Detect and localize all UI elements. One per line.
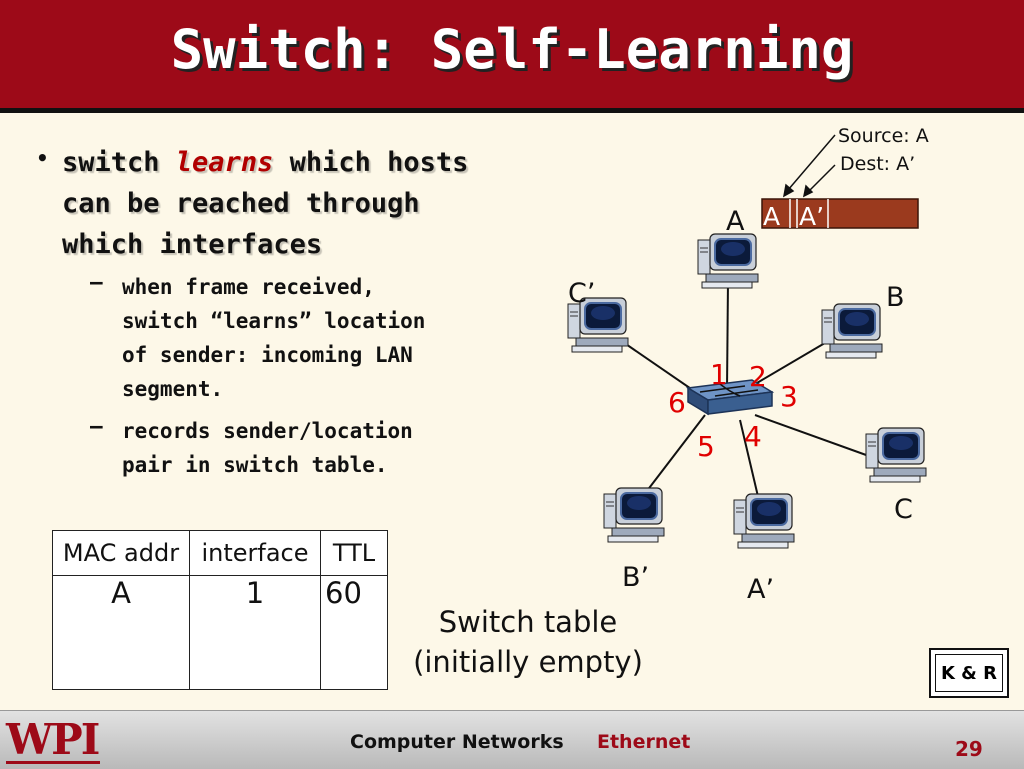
bullet-line-2: can be reached through xyxy=(62,188,420,219)
footer-course: Computer Networks xyxy=(350,731,564,753)
bullet-line-3: which interfaces xyxy=(62,229,323,260)
main-bullet: switch learns which hosts can be reached… xyxy=(62,142,512,265)
caption-line-1: Switch table xyxy=(438,605,618,639)
frame-dest-field: A’ xyxy=(799,202,824,231)
host-label-a-prime: A’ xyxy=(747,574,774,605)
frame-packet: A A’ xyxy=(761,198,919,231)
kr-badge: K & R xyxy=(929,648,1009,698)
switch-table: MAC addr interface TTL A 1 60 xyxy=(52,530,388,690)
port-number-3: 3 xyxy=(780,380,798,413)
frame-source-field: A xyxy=(763,202,780,231)
column-header-ttl: TTL xyxy=(320,530,388,576)
sub-bullet-line: segment. xyxy=(122,377,224,401)
sub-bullet-line: of sender: incoming LAN xyxy=(122,343,413,367)
dest-label: Dest: A’ xyxy=(840,153,915,175)
bullet-marker: • xyxy=(36,146,49,170)
sub-bullet-1: when frame received, switch “learns” loc… xyxy=(122,270,482,406)
sub-bullet-dash: – xyxy=(90,414,103,438)
sub-bullet-line: records sender/location xyxy=(122,419,413,443)
table-caption: Switch table (initially empty) xyxy=(398,602,658,682)
table-row: A 1 60 xyxy=(52,575,388,690)
cell-ttl: 60 xyxy=(320,575,388,690)
host-computer-a xyxy=(697,233,759,289)
frame-pointer-arrows xyxy=(782,134,836,198)
host-label-b: B xyxy=(886,282,905,313)
switch-icon xyxy=(685,379,775,416)
port-number-4: 4 xyxy=(744,420,762,453)
port-number-1: 1 xyxy=(710,358,728,391)
source-label: Source: A xyxy=(838,125,929,147)
host-computer-b-prime xyxy=(603,487,665,543)
title-divider xyxy=(0,108,1024,113)
host-computer-b xyxy=(821,303,883,359)
port-number-6: 6 xyxy=(668,386,686,419)
bullet-text-suffix: which hosts xyxy=(273,147,469,178)
host-label-c-prime: C’ xyxy=(568,278,595,309)
column-header-interface: interface xyxy=(189,530,321,576)
host-label-b-prime: B’ xyxy=(622,562,649,593)
host-label-a: A xyxy=(726,206,745,237)
host-label-c: C xyxy=(894,494,913,525)
cable-lines xyxy=(619,279,881,506)
footer-topic: Ethernet xyxy=(597,731,691,753)
column-header-mac: MAC addr xyxy=(52,530,190,576)
bullet-emphasis: learns xyxy=(175,147,274,178)
page-number: 29 xyxy=(955,737,983,761)
cell-interface: 1 xyxy=(189,575,321,690)
host-computer-c xyxy=(865,427,927,483)
wpi-logo: WPI xyxy=(6,715,100,764)
caption-line-2: (initially empty) xyxy=(413,645,643,679)
cell-mac: A xyxy=(52,575,190,690)
sub-bullet-dash: – xyxy=(90,270,103,294)
port-number-5: 5 xyxy=(697,430,715,463)
title-bar xyxy=(0,0,1024,108)
footer-bar: WPI Computer Networks Ethernet 29 xyxy=(0,710,1024,769)
kr-badge-text: K & R xyxy=(935,654,1003,692)
bullet-text-prefix: switch xyxy=(62,147,176,178)
sub-bullet-line: when frame received, xyxy=(122,275,375,299)
host-computer-a-prime xyxy=(733,493,795,549)
sub-bullet-line: pair in switch table. xyxy=(122,453,388,477)
sub-bullet-line: switch “learns” location xyxy=(122,309,426,333)
slide-title: Switch: Self-Learning xyxy=(170,18,854,81)
network-diagram: A A’ Source: A Dest: A’ A B C C’ B’ A’ 1… xyxy=(567,125,929,605)
sub-bullet-2: records sender/location pair in switch t… xyxy=(122,414,482,482)
port-number-2: 2 xyxy=(749,360,767,393)
table-header-row: MAC addr interface TTL xyxy=(52,530,388,576)
logo-underline xyxy=(6,761,100,764)
